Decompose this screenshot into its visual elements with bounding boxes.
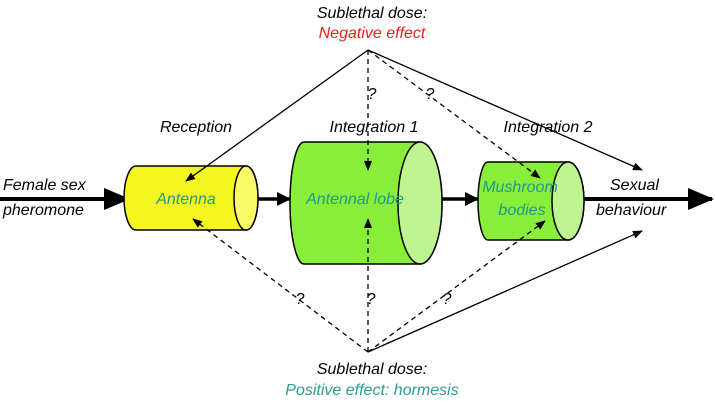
bottom-to-behaviour-arrow (367, 230, 643, 353)
antenna-label: Antenna (155, 191, 216, 208)
input-label-line2: pheromone (2, 202, 84, 219)
mushroom-bodies-label-line1: Mushroom (482, 179, 558, 196)
question-mark-bottom-mushroom: ? (443, 291, 452, 308)
integration2-label: Integration 2 (504, 119, 593, 136)
top-effect: Negative effect (319, 25, 426, 42)
question-mark-bottom-lobe: ? (367, 291, 376, 308)
top-title: Sublethal dose: (317, 5, 427, 22)
antenna-cylinder: Antenna (123, 165, 259, 231)
question-mark-top-mushroom: ? (426, 86, 435, 103)
antennal-lobe-cylinder: Antennal lobe (289, 141, 443, 265)
mushroom-bodies-label-line2: bodies (498, 202, 545, 219)
mushroom-bodies-cylinder: Mushroom bodies (477, 161, 585, 241)
output-label-line2: behaviour (596, 202, 667, 219)
output-label-line1: Sexual (610, 177, 659, 194)
bottom-to-antenna-arrow (192, 218, 369, 353)
antennal-lobe-label: Antennal lobe (305, 191, 404, 208)
reception-label: Reception (160, 119, 232, 136)
input-label-line1: Female sex (3, 177, 87, 194)
question-mark-bottom-antenna: ? (296, 291, 305, 308)
question-mark-top-lobe: ? (368, 86, 377, 103)
bottom-to-mushroom-arrow (367, 220, 546, 353)
integration1-label: Integration 1 (330, 119, 419, 136)
bottom-title: Sublethal dose: (317, 361, 427, 378)
top-to-behaviour-arrow (367, 49, 643, 171)
top-to-antenna-arrow (185, 49, 369, 182)
bottom-effect: Positive effect: hormesis (285, 382, 458, 399)
